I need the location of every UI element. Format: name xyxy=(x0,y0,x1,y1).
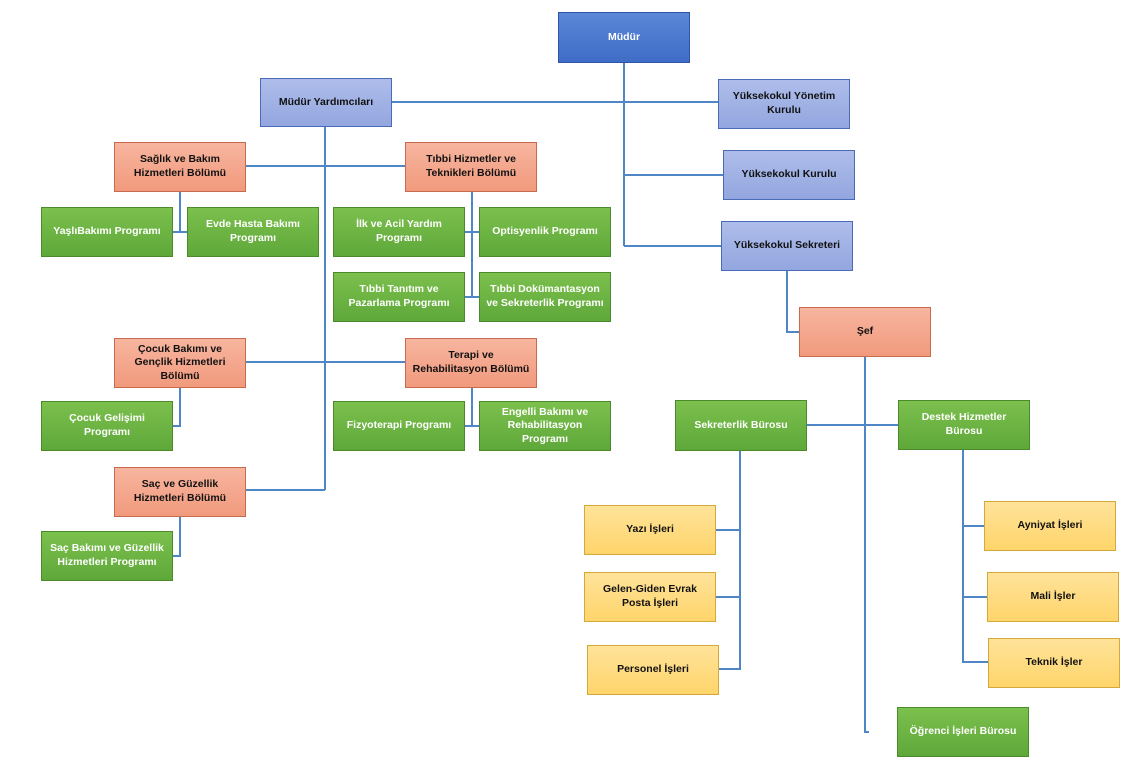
node-ayniyat-isleri: Ayniyat İşleri xyxy=(984,501,1116,551)
node-sac-guzellik-bolumu: Saç ve Güzellik Hizmetleri Bölümü xyxy=(114,467,246,517)
node-tibbi-dokumantasyon-programi: Tıbbi Dokümantasyon ve Sekreterlik Progr… xyxy=(479,272,611,322)
node-optisyenlik-programi: Optisyenlik Programı xyxy=(479,207,611,257)
connector-sekreterlik-children xyxy=(716,451,741,670)
node-sef: Şef xyxy=(799,307,931,357)
connector-sef-trunk xyxy=(864,357,869,733)
connector-terapi-children xyxy=(465,388,480,427)
node-engelli-bakimi-programi: Engelli Bakımı ve Rehabilitasyon Program… xyxy=(479,401,611,451)
node-tibbi-tanitim-programi: Tıbbi Tanıtım ve Pazarlama Programı xyxy=(333,272,465,322)
node-mudur-yardimcilari: Müdür Yardımcıları xyxy=(260,78,392,127)
node-sac-bakimi-programi: Saç Bakımı ve Güzellik Hizmetleri Progra… xyxy=(41,531,173,581)
node-gelen-giden-evrak: Gelen-Giden Evrak Posta İşleri xyxy=(584,572,716,622)
node-cocuk-gelisimi-programi: Çocuk Gelişimi Programı xyxy=(41,401,173,451)
node-mudur: Müdür xyxy=(558,12,690,63)
node-fizyoterapi-programi: Fizyoterapi Programı xyxy=(333,401,465,451)
connector-destek-children xyxy=(962,450,989,663)
node-destek-hizmetler-burosu: Destek Hizmetler Bürosu xyxy=(898,400,1030,450)
node-ogrenci-isleri-burosu: Öğrenci İşleri Bürosu xyxy=(897,707,1029,757)
node-sekreterlik-burosu: Sekreterlik Bürosu xyxy=(675,400,807,451)
connector-saglik-children xyxy=(173,192,187,233)
node-yuksekokul-yonetim-kurulu: Yüksekokul Yönetim Kurulu xyxy=(718,79,850,129)
node-evde-hasta-bakimi-programi: Evde Hasta Bakımı Programı xyxy=(187,207,319,257)
node-personel-isleri: Personel İşleri xyxy=(587,645,719,695)
node-ilk-acil-yardim-programi: İlk ve Acil Yardım Programı xyxy=(333,207,465,257)
node-terapi-rehabilitasyon-bolumu: Terapi ve Rehabilitasyon Bölümü xyxy=(405,338,537,388)
connector-sac-children xyxy=(173,516,181,557)
connector-tibbi-children xyxy=(465,192,480,298)
node-mali-isler: Mali İşler xyxy=(987,572,1119,622)
node-teknik-isler: Teknik İşler xyxy=(988,638,1120,688)
connector-cocuk-children xyxy=(173,388,181,427)
node-tibbi-hizmetler-bolumu: Tıbbi Hizmetler ve Teknikleri Bölümü xyxy=(405,142,537,192)
node-yazi-isleri: Yazı İşleri xyxy=(584,505,716,555)
node-saglik-bakim-bolumu: Sağlık ve Bakım Hizmetleri Bölümü xyxy=(114,142,246,192)
node-yuksekokul-sekreteri: Yüksekokul Sekreteri xyxy=(721,221,853,271)
node-yasli-bakimi-programi: YaşlıBakımı Programı xyxy=(41,207,173,257)
node-cocuk-bakimi-bolumu: Çocuk Bakımı ve Gençlik Hizmetleri Bölüm… xyxy=(114,338,246,388)
connector-sekreter-sef xyxy=(786,271,800,333)
node-yuksekokul-kurulu: Yüksekokul Kurulu xyxy=(723,150,855,200)
